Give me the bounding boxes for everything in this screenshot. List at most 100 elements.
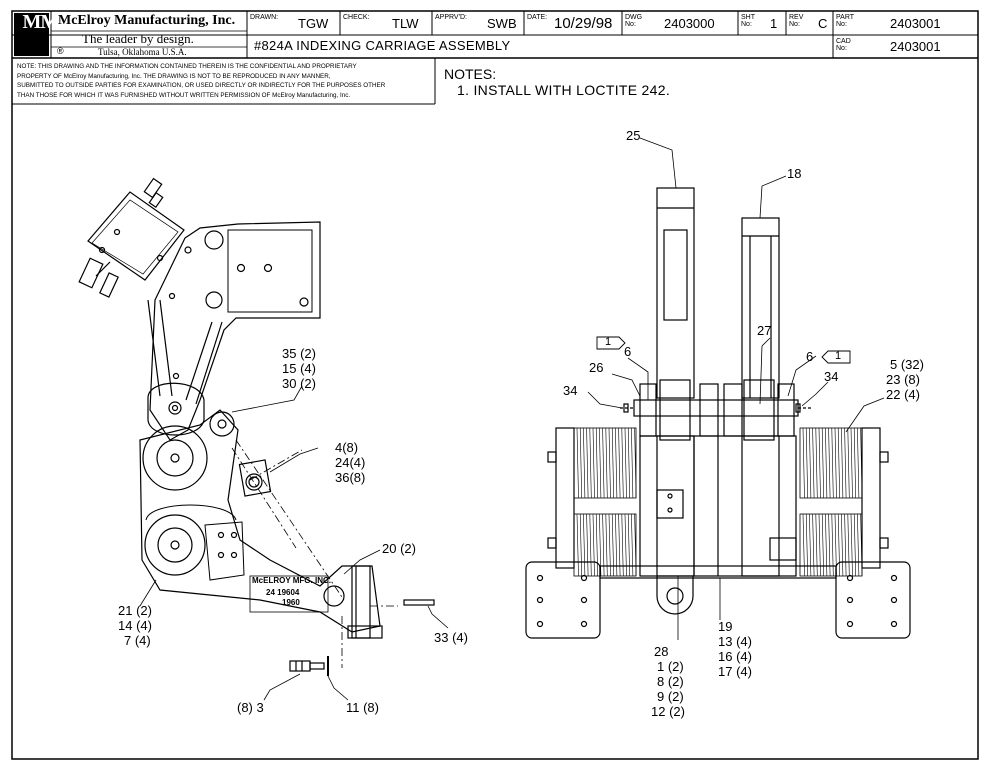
spring-coil [815,513,818,577]
spring-coil [627,427,630,499]
spring-right-upper [799,427,863,499]
spring-coil [583,513,586,577]
spring-coil [618,513,621,577]
callout-9: 9 (2) [657,689,684,704]
callout-24: 24(4) [335,455,366,470]
callout-13: 13 (4) [718,634,752,649]
spring-coil [825,427,828,499]
spring-coil [602,427,605,499]
dwg-value: 2403000 [664,16,715,31]
company-logo: MM [14,11,60,56]
callout-7: 7 (4) [124,633,151,648]
callout-12: 12 (2) [651,704,685,719]
spring-coil [847,513,850,577]
check-value: TLW [392,16,419,31]
spring-coil [627,513,630,577]
callout-1: 1 (2) [657,659,684,674]
company-location: Tulsa, Oklahoma U.S.A. [98,47,187,57]
front-view [525,137,911,640]
spring-coil [821,513,824,577]
confidential-line: PROPERTY OF McElroy Manufacturing, Inc. … [17,72,331,80]
drawn-label: DRAWN: [250,14,279,21]
spring-coil [821,427,824,499]
registered-mark: ® [57,46,64,56]
spring-coil [809,513,812,577]
callout-5: 5 (32) [890,357,924,372]
spring-coil [834,427,837,499]
spring-coil [631,427,634,499]
date-label: DATE: [527,14,548,21]
spring-coil [805,427,808,499]
spring-coil [853,513,856,577]
approved-label: APPRV'D: [435,14,467,21]
spring-coil [634,427,637,499]
spring-coil [857,427,860,499]
spring-coil [576,427,579,499]
logo-letters: MM [22,11,60,33]
callout-21: 21 (2) [118,603,152,618]
spring-coil [825,513,828,577]
spring-coil [837,427,840,499]
callout-25: 25 [626,128,641,143]
spring-coil [841,513,844,577]
callout-17: 17 (4) [718,664,752,679]
spring-coil [850,513,853,577]
callout-34-left: 34 [563,383,578,398]
spring-coil [631,513,634,577]
spring-coil [583,427,586,499]
callout-4: 4(8) [335,440,359,455]
sht-value: 1 [770,16,778,31]
spring-coil [812,427,815,499]
spring-coil [809,427,812,499]
callout-36: 36(8) [335,470,366,485]
spring-coil [605,427,608,499]
spring-coil [595,513,598,577]
dwg-label: DWG No: [625,14,643,28]
callout-27: 27 [757,323,772,338]
callout-19: 19 [718,619,733,634]
callout-14: 14 (4) [118,618,152,633]
spring-coil [605,513,608,577]
lower-frame [139,409,381,633]
rev-label: REV No: [789,14,804,28]
callout-33: 33 (4) [434,630,468,645]
flag-left-number: 1 [605,336,612,348]
spring-coil [850,427,853,499]
flag-left-shape [596,336,626,350]
company-tagline: The leader by design. [82,31,194,46]
spring-coil [624,513,627,577]
part-value: 2403001 [890,16,941,31]
spring-left-lower [573,513,637,577]
spring-coil [595,427,598,499]
spring-coil [828,427,831,499]
spring-coil [618,427,621,499]
arm-plate [149,221,321,441]
spring-coil [611,513,614,577]
spring-coil [579,513,582,577]
spring-coil [586,427,589,499]
plate-line-1: McELROY MFG. INC. [252,576,331,585]
spring-left-upper [573,427,637,499]
plate-line-2: 24 19604 [266,588,300,597]
spring-coil [853,427,856,499]
spring-coil [586,513,589,577]
spring-coil [576,513,579,577]
spring-coil [611,427,614,499]
callout-22: 22 (4) [886,387,920,402]
callout-23: 23 (8) [886,372,920,387]
name-plate: McELROY MFG. INC. 24 19604 1960 [252,576,331,608]
drawn-value: TGW [298,16,329,31]
spring-coil [599,427,602,499]
confidential-note: NOTE: THIS DRAWING AND THE INFORMATION C… [17,62,385,100]
spring-coil [615,513,618,577]
rev-value: C [818,16,828,31]
spring-coil [589,427,592,499]
spring-coil [837,513,840,577]
spring-coil [602,513,605,577]
callout-35: 35 (2) [282,346,316,361]
callout-6-left: 6 [624,344,632,359]
callout-30: 30 (2) [282,376,316,391]
spring-coil [831,427,834,499]
callout-26: 26 [589,360,604,375]
